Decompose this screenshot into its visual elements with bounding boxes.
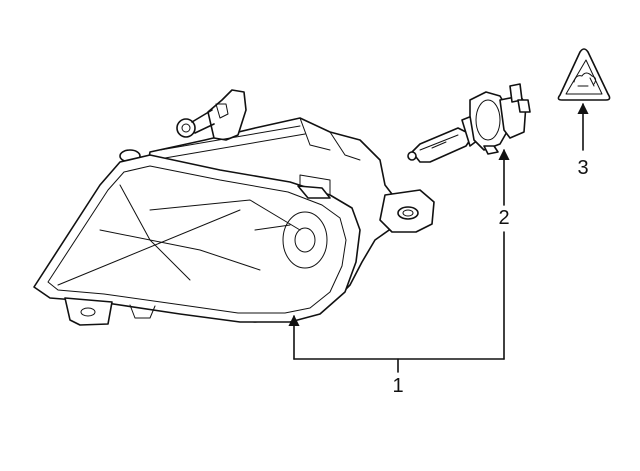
leader-lines [288,102,589,373]
halogen-bulb-icon [407,83,531,163]
callout-3: 3 [577,157,588,179]
callout-2: 2 [498,207,509,229]
fog-lamp-assembly-icon [33,89,435,326]
warning-label-icon [557,48,611,101]
callout-1: 1 [392,375,403,397]
